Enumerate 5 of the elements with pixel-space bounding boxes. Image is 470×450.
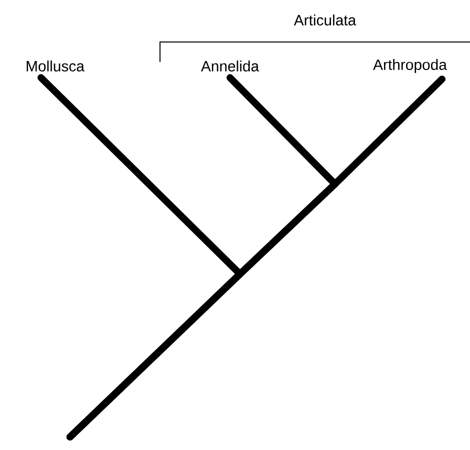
group-label: Articulata xyxy=(294,14,356,26)
branch-line xyxy=(66,76,446,440)
taxon-label: Mollusca xyxy=(26,60,84,72)
taxon-label: Arthropoda xyxy=(373,59,447,73)
taxon-label: Annelida xyxy=(200,60,260,72)
